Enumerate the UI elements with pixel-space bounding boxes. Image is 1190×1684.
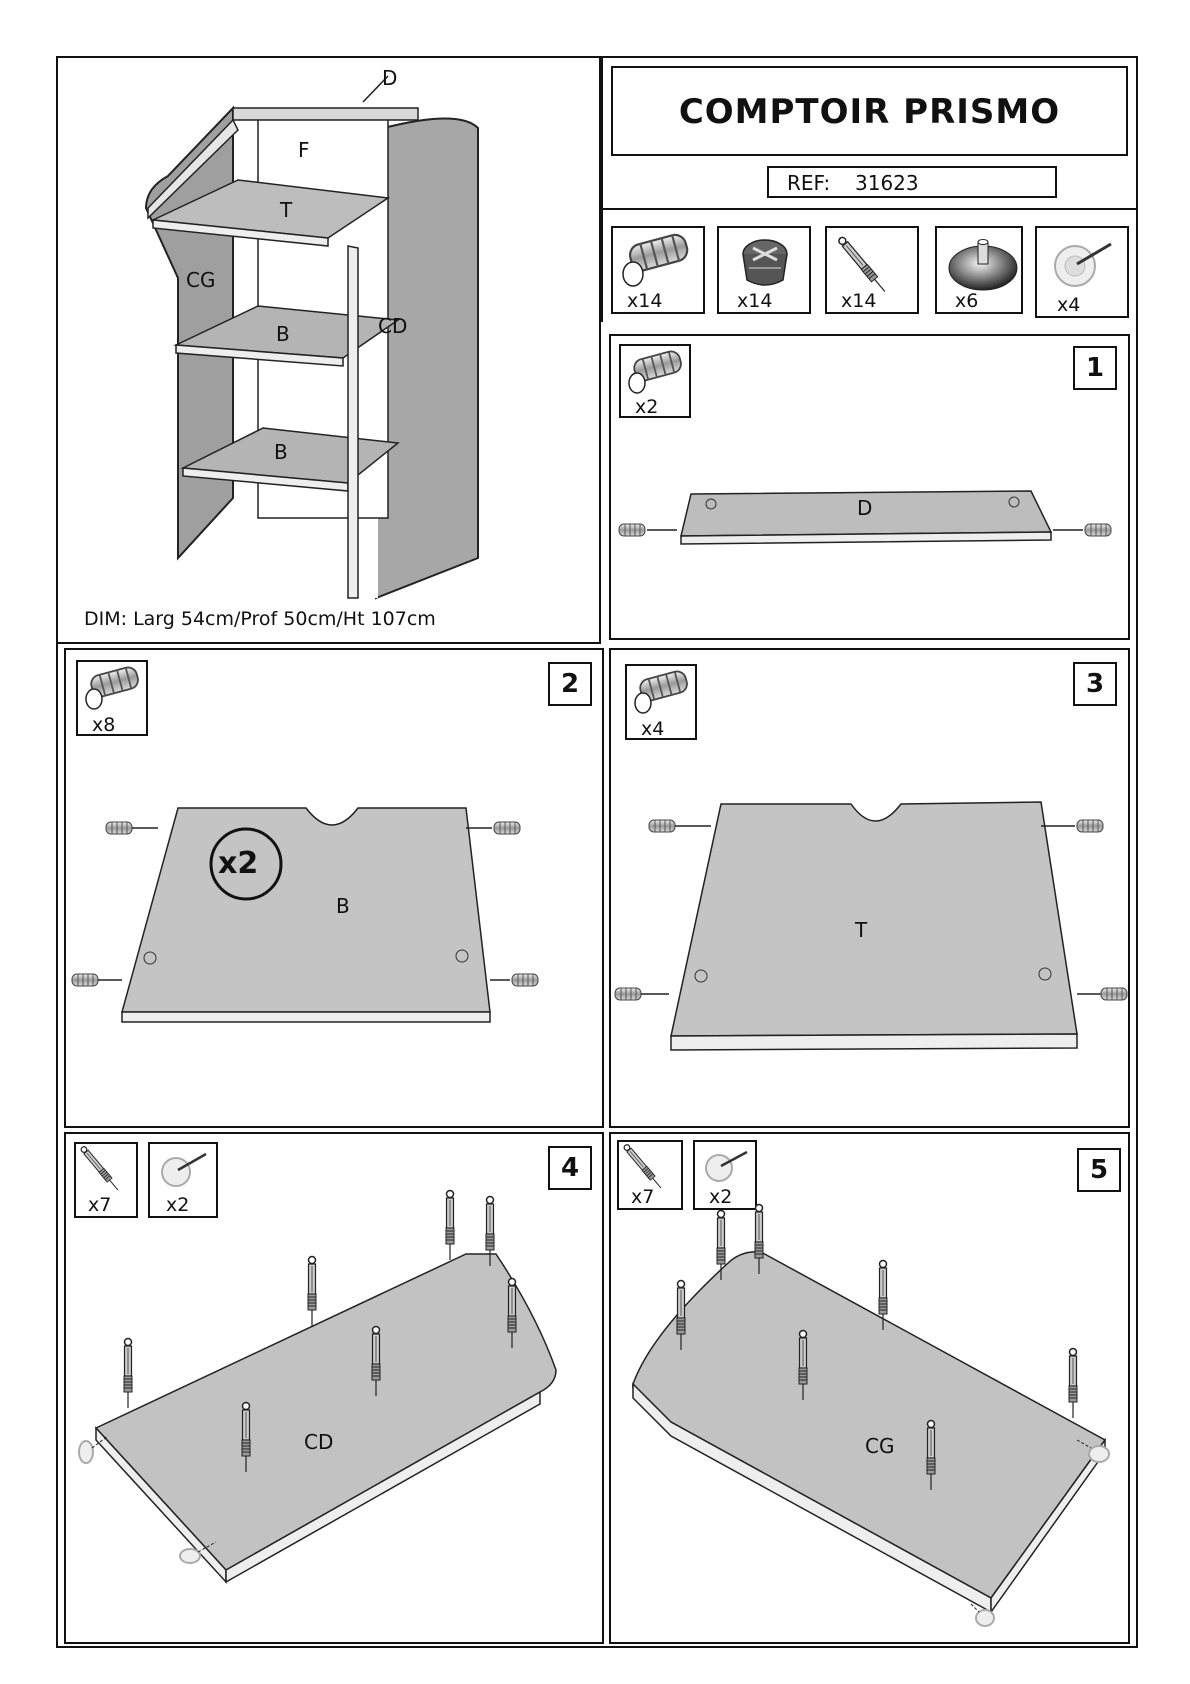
part-label: B [336,894,350,918]
quantity-multiplier: x2 [218,846,259,881]
product-title: COMPTOIR PRISMO [678,92,1061,132]
panel-b-drawing [71,807,539,1023]
part-label-cd: CD [378,314,408,338]
hardware-item: x14 [825,226,919,314]
step-hardware-qty: x2 [635,396,659,418]
part-label: T [855,918,868,942]
hardware-qty: x14 [841,290,877,312]
panel-d-drawing [618,490,1112,545]
step-3-panel: x4 3 T [609,648,1130,1128]
part-label-f: F [298,138,310,162]
step-hardware-qty: x2 [166,1194,190,1216]
part-label-t: T [280,198,293,222]
step-1-panel: x2 1 D [609,334,1130,640]
part-label-cg: CG [186,268,216,292]
step-number: 2 [548,662,592,706]
step-hardware: x2 [148,1142,218,1218]
part-label: D [857,496,873,520]
cam-lock-icon [742,239,788,286]
panel-cg-drawing [632,1203,1110,1627]
panel-cd-drawing [78,1189,557,1584]
hardware-qty: x14 [737,290,773,312]
part-label-d: D [382,66,398,90]
step-number: 3 [1073,662,1117,706]
hardware-item: x14 [717,226,811,314]
step-hardware-qty: x7 [631,1186,655,1208]
step-hardware: x7 [617,1140,683,1210]
glide-foot-icon [948,239,1018,291]
step-hardware: x8 [76,660,148,736]
assembled-counter-drawing [144,75,479,600]
ref-box: REF: 31623 [767,166,1057,198]
step-hardware-qty: x4 [641,718,665,740]
dimensions-text: DIM: Larg 54cm/Prof 50cm/Ht 107cm [84,608,436,630]
hardware-qty: x4 [1057,294,1081,316]
nail-glide-icon [161,1152,207,1187]
dowel-icon [622,231,691,287]
hardware-row: x14 x14 x14 x6 x4 [601,210,1138,322]
part-label: CG [865,1434,895,1458]
step-hardware-qty: x8 [92,714,116,736]
hardware-item: x14 [611,226,705,314]
part-label: CD [304,1430,334,1454]
step-4-panel: x7 x2 4 CD [64,1132,604,1644]
title-frame: COMPTOIR PRISMO [611,66,1128,156]
step-hardware: x2 [693,1140,757,1210]
dowel-icon [634,668,690,714]
nail-glide-icon [705,1150,748,1182]
step-hardware: x7 [74,1142,138,1218]
hardware-item: x6 [935,226,1023,314]
ref-value: 31623 [855,171,919,195]
hardware-qty: x14 [627,290,663,312]
hardware-item: x4 [1035,226,1129,318]
step-number: 5 [1077,1148,1121,1192]
step-number: 1 [1073,346,1117,390]
ref-label: REF: [787,171,831,195]
step-hardware: x4 [625,664,697,740]
dowel-icon [628,348,684,394]
title-block: COMPTOIR PRISMO REF: 31623 [601,56,1138,210]
overview-panel: D F T CG B CD B DIM: Larg 54cm/Prof 50cm… [56,56,601,644]
step-2-panel: x8 2 x2 B [64,648,604,1128]
hardware-qty: x6 [955,290,979,312]
dowel-icon [85,664,141,710]
part-label-b-upper: B [276,322,290,346]
panel-t-drawing [614,801,1128,1051]
nail-glide-icon [1054,242,1112,287]
step-hardware: x2 [619,344,691,418]
step-hardware-qty: x2 [709,1186,733,1208]
part-label-b-lower: B [274,440,288,464]
step-hardware-qty: x7 [88,1194,112,1216]
step-5-panel: x7 x2 5 CG [609,1132,1130,1644]
step-number: 4 [548,1146,592,1190]
